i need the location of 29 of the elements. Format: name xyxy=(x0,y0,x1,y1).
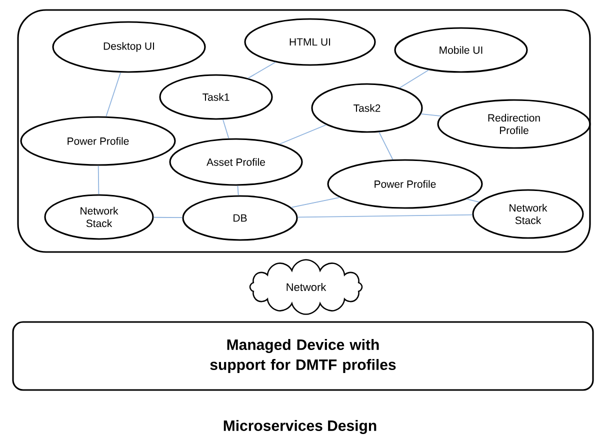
connector-line xyxy=(222,119,230,139)
connector-line xyxy=(237,185,239,196)
connector-line xyxy=(297,214,473,218)
connector-line xyxy=(399,70,430,88)
connector-line xyxy=(106,72,121,117)
connector-line xyxy=(290,197,340,208)
ellipse-node: Network Stack xyxy=(472,189,584,239)
connector-line xyxy=(420,113,442,117)
ellipse-node: Task1 xyxy=(159,74,273,120)
connector-line xyxy=(378,132,394,160)
ellipse-node: Power Profile xyxy=(20,116,176,166)
network-cloud: Network xyxy=(249,259,363,315)
connector-line xyxy=(248,62,276,79)
ellipse-node: Mobile UI xyxy=(394,27,528,73)
connector-line xyxy=(466,198,480,203)
connector-line xyxy=(279,124,327,144)
connector-line xyxy=(98,165,100,195)
connector-line xyxy=(153,216,183,218)
container-box xyxy=(17,9,591,253)
ellipse-node: Redirection Profile xyxy=(437,99,591,149)
ellipse-node: HTML UI xyxy=(244,18,376,66)
ellipse-node: Task2 xyxy=(311,83,423,133)
device-box: Managed Device with support for DMTF profiles xyxy=(12,321,594,391)
ellipse-node: Desktop UI xyxy=(52,21,206,73)
ellipse-node: Power Profile xyxy=(327,159,483,209)
ellipse-node: DB xyxy=(182,195,298,241)
ellipse-node: Network Stack xyxy=(44,194,154,240)
caption: Microservices Design xyxy=(224,420,376,434)
ellipse-node: Asset Profile xyxy=(169,138,303,186)
